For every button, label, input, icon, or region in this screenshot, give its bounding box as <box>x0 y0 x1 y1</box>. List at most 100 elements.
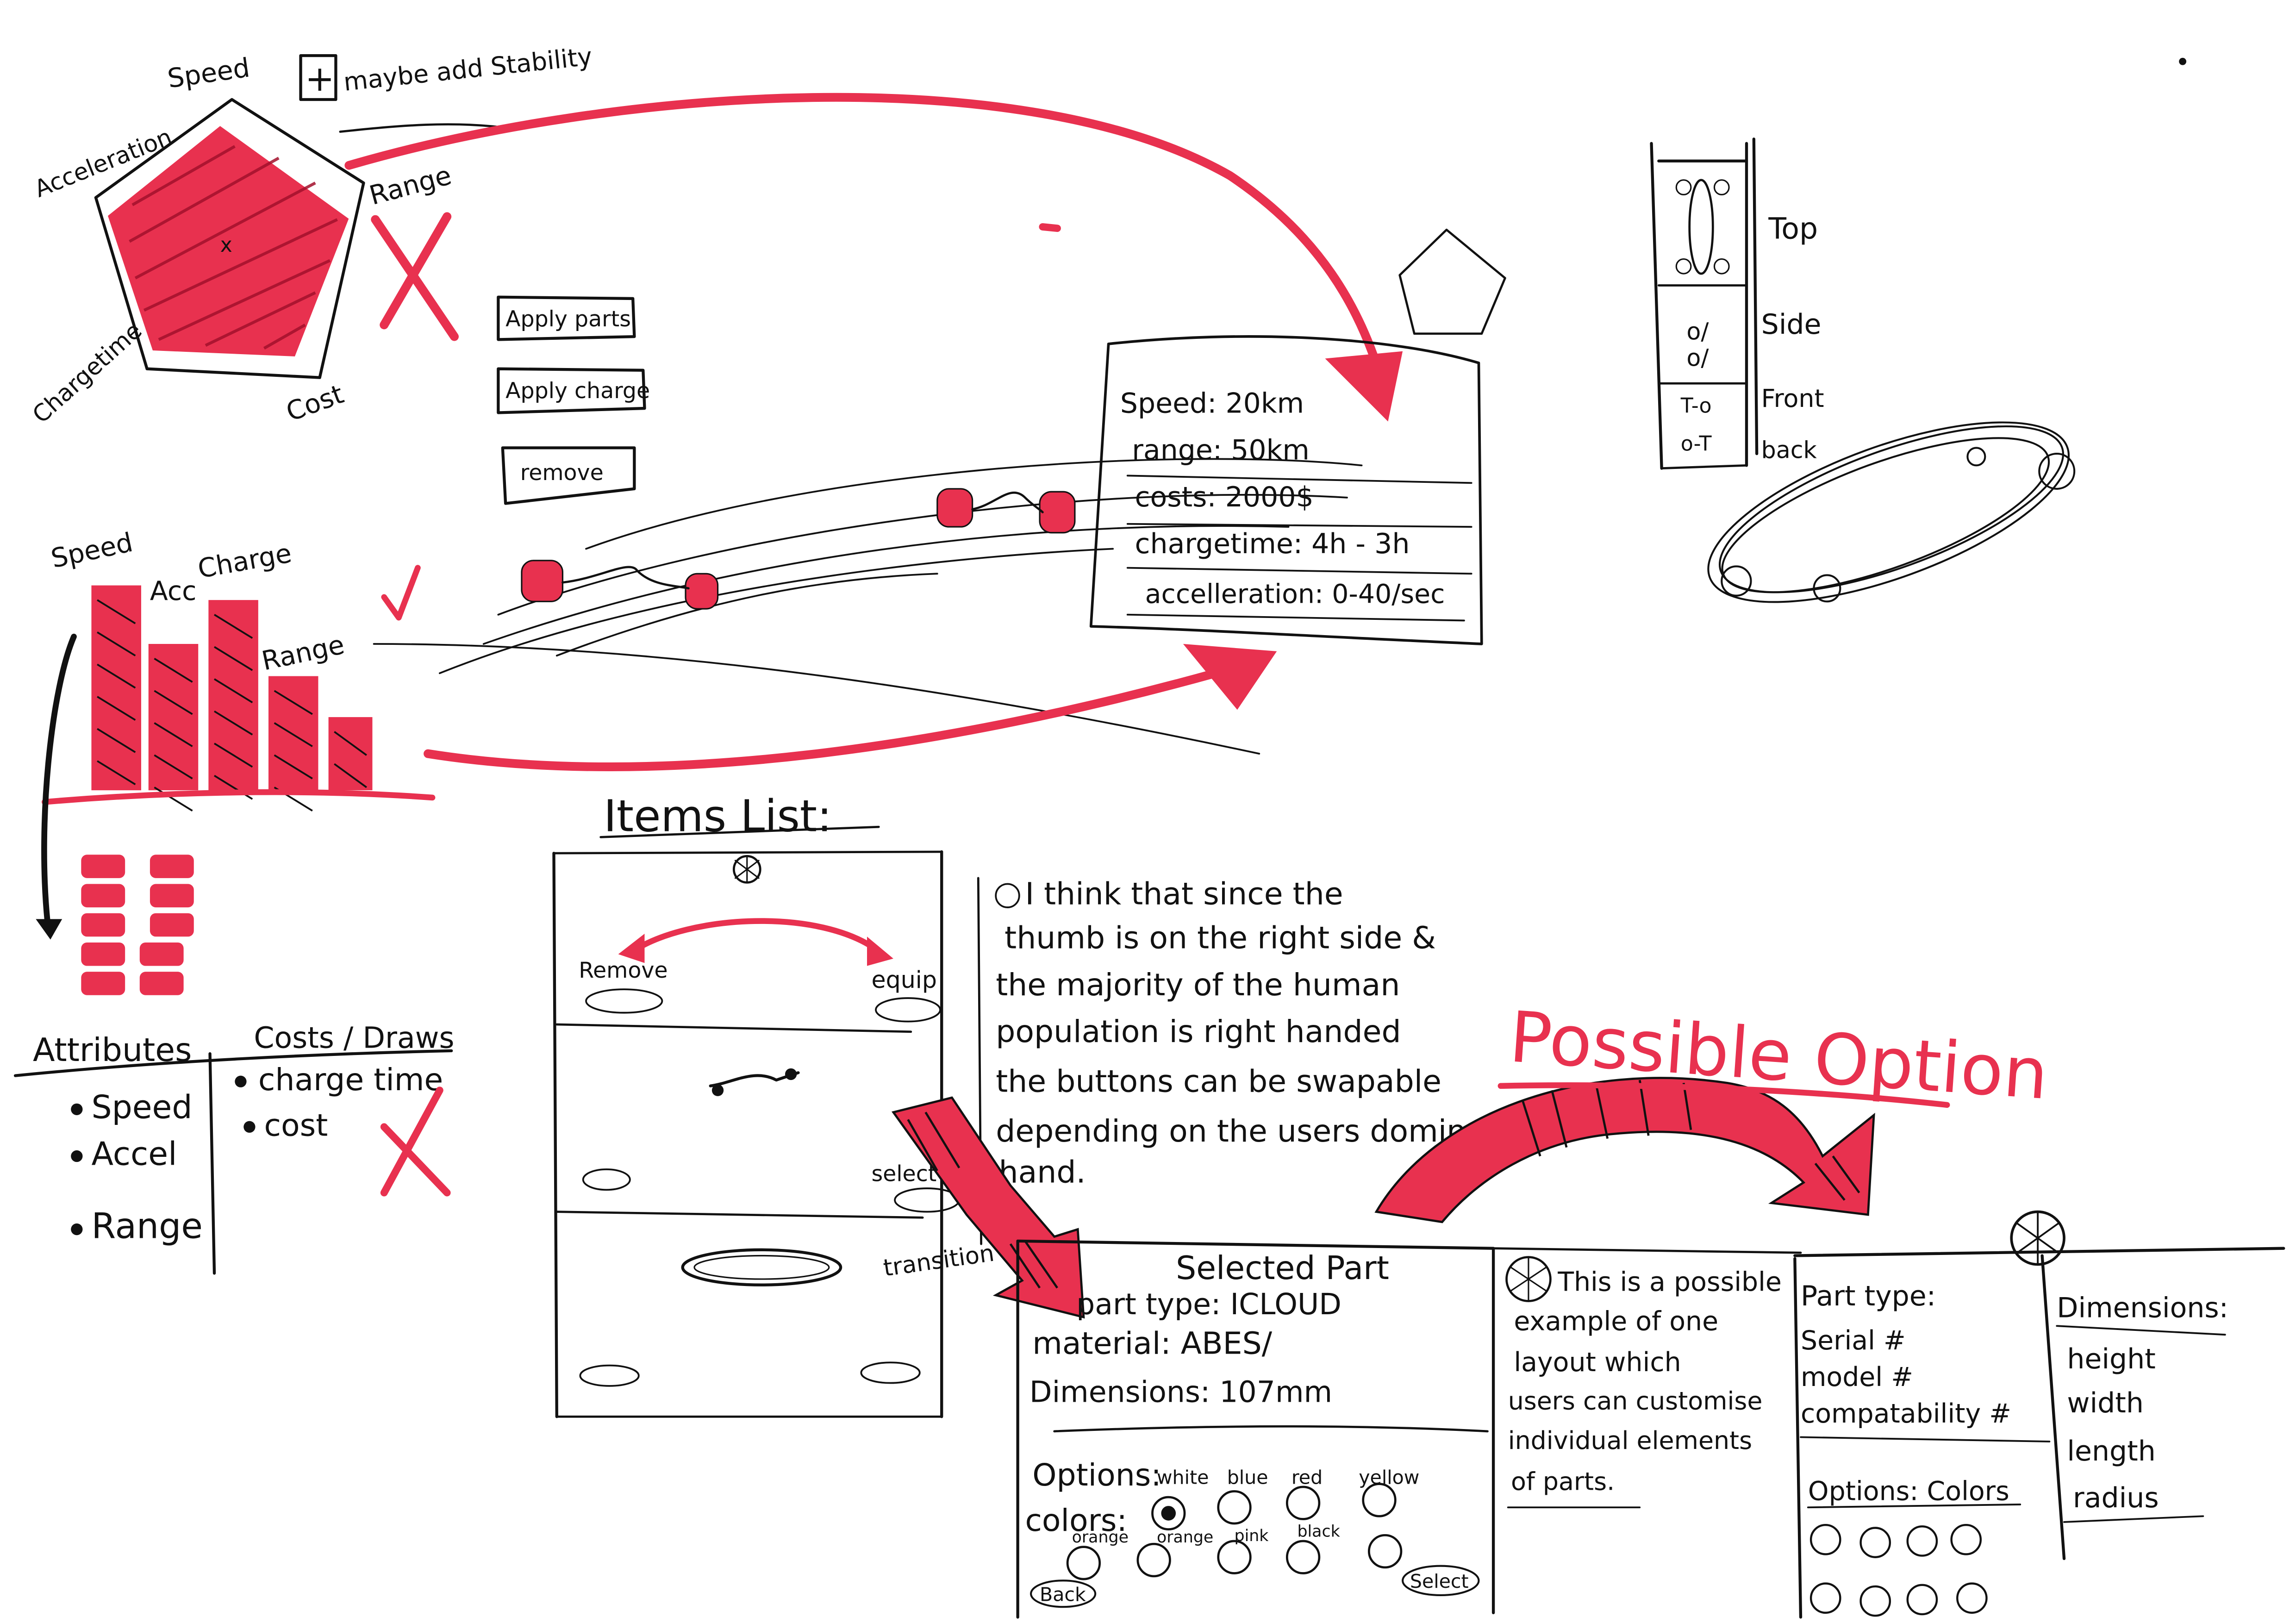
view-back[interactable]: back <box>1761 437 1817 464</box>
cost-cost: cost <box>264 1107 328 1143</box>
bar-hatch <box>214 743 253 768</box>
bar-label-range: Range <box>259 630 347 677</box>
radar-center-mark: x <box>220 233 232 257</box>
button-stack: Apply parts Apply charge remove <box>497 295 650 505</box>
attributes-title: Attributes <box>33 1031 192 1069</box>
remove-label[interactable]: Remove <box>579 958 668 983</box>
color-swatch-orange-2[interactable] <box>1136 1542 1171 1578</box>
apply-charge-button[interactable]: Apply charge <box>497 367 650 414</box>
wheel-icon[interactable] <box>732 855 761 884</box>
bar-label-acc: Acc <box>150 576 196 606</box>
view-side[interactable]: Side <box>1761 308 1822 341</box>
remove-button[interactable]: remove <box>501 446 636 505</box>
equip-button-oval[interactable] <box>875 997 941 1023</box>
radar-chart: x Speed Range Cost Chargetime Accelerati… <box>27 42 594 429</box>
option-radius: radius <box>2073 1482 2159 1514</box>
row2-left-oval[interactable] <box>582 1168 631 1191</box>
bar-chart: Speed Acc Charge Range <box>36 527 436 940</box>
colors-label: colors: <box>1025 1502 1127 1538</box>
dimensions-line: Dimensions: 107mm <box>1029 1375 1332 1409</box>
color-swatch-white[interactable] <box>1151 1496 1186 1531</box>
bar-hatch <box>214 646 253 671</box>
row3-right-oval[interactable] <box>860 1361 921 1384</box>
bar-hatch <box>97 663 136 689</box>
option-note-3: layout which <box>1514 1347 1681 1378</box>
color-name-white: white <box>1157 1467 1209 1489</box>
color-swatch-red[interactable] <box>1285 1486 1321 1520</box>
color-swatch-pink[interactable] <box>1217 1540 1252 1574</box>
view-front[interactable]: Front <box>1761 384 1824 413</box>
bar-hatch <box>274 754 313 780</box>
options-label: Options: <box>1032 1457 1161 1493</box>
color-name-orange-1: orange <box>1072 1528 1129 1547</box>
bar-check <box>381 565 421 621</box>
top-view-board <box>1688 179 1714 275</box>
bar-acc <box>148 644 199 791</box>
attribute-speed: Speed <box>91 1088 192 1126</box>
note-line-3: the majority of the human <box>996 967 1400 1003</box>
radar-axis-range: Range <box>366 160 455 211</box>
option-color-grid[interactable] <box>1809 1523 1988 1617</box>
view-panel: o/ o/ T-o o-T Top Side Front back <box>1650 137 2076 603</box>
bar-hatch <box>214 678 253 704</box>
color-swatch-orange-1[interactable] <box>1066 1546 1101 1580</box>
note-line-5: the buttons can be swapable <box>996 1063 1441 1099</box>
bar-hatch <box>214 614 253 639</box>
transition-label: transition <box>881 1239 996 1282</box>
svg-text:Apply charge: Apply charge <box>505 378 650 404</box>
select-button[interactable]: Select <box>1402 1565 1480 1596</box>
select-label[interactable]: select <box>871 1161 936 1186</box>
color-swatch-extra[interactable] <box>1368 1534 1403 1569</box>
row3-left-oval[interactable] <box>579 1364 640 1387</box>
red-dash <box>1039 223 1061 232</box>
bar-hatch <box>154 690 193 715</box>
mini-skateboard-icon <box>709 1071 800 1087</box>
bar-hatch <box>97 760 136 786</box>
color-swatch-blue[interactable] <box>1217 1490 1252 1525</box>
option-serial: Serial # <box>1801 1325 1906 1356</box>
option-width: width <box>2067 1387 2144 1419</box>
front-view-glyph: T-o <box>1680 394 1712 418</box>
apply-parts-button[interactable]: Apply parts <box>497 295 636 341</box>
bar-hatch <box>97 728 136 753</box>
side-view-glyph: o/ <box>1686 318 1709 345</box>
option-dimensions-title: Dimensions: <box>2057 1292 2228 1324</box>
option-note-1: This is a possible <box>1557 1267 1782 1297</box>
remove-button-oval[interactable] <box>585 988 663 1014</box>
possible-option-arrow <box>1374 1077 1875 1223</box>
bar-range <box>268 676 318 791</box>
option-compatability: compatability # <box>1801 1398 2011 1429</box>
bar-hatch <box>214 710 253 736</box>
stat-speed: Speed: 20km <box>1120 387 1304 420</box>
note-line-1: I think that since the <box>1025 876 1343 912</box>
stat-costs: costs: 2000$ <box>1135 481 1314 513</box>
view-top[interactable]: Top <box>1768 211 1818 245</box>
stats-card-lines <box>1126 474 1472 622</box>
pentagon-icon <box>1398 228 1506 335</box>
bar-hatch <box>334 731 367 756</box>
plus-symbol: + <box>305 58 335 99</box>
bar-hatch <box>97 696 136 721</box>
bar-to-card-arrow-head <box>1183 644 1277 710</box>
color-name-yellow: yellow <box>1359 1467 1419 1489</box>
back-button[interactable]: Back <box>1030 1579 1097 1608</box>
color-name-black: black <box>1297 1522 1340 1541</box>
possible-option-panel: This is a possible example of one layout… <box>1492 1210 2285 1619</box>
bar-hatch <box>154 722 193 747</box>
corner-dot <box>2179 57 2187 65</box>
plus-box <box>299 54 337 101</box>
note-line-7: hand. <box>999 1154 1086 1190</box>
radar-axis-cost: Cost <box>282 379 348 427</box>
cost-charge-time: charge time <box>258 1061 443 1098</box>
stability-note: maybe add Stability <box>342 42 593 97</box>
stat-chargetime: chargetime: 4h - 3h <box>1135 528 1410 560</box>
stat-acceleration: accelleration: 0-40/sec <box>1145 579 1445 609</box>
color-swatch-yellow[interactable] <box>1362 1483 1397 1517</box>
note-underline <box>339 123 514 133</box>
handedness-note: I think that since the thumb is on the r… <box>977 876 1516 1245</box>
material-line: material: ABES/ <box>1032 1325 1273 1361</box>
color-swatch-black[interactable] <box>1285 1540 1321 1574</box>
equip-label[interactable]: equip <box>871 966 936 993</box>
option-options-colors: Options: Colors <box>1808 1476 2009 1506</box>
bar-to-card-arrow <box>424 668 1220 771</box>
